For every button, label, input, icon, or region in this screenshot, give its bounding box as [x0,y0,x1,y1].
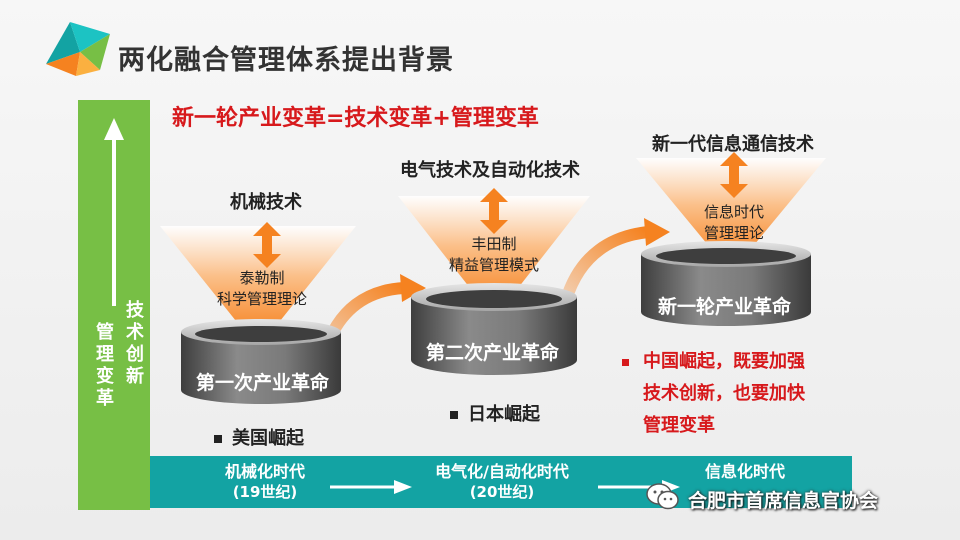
stage-1-revolution: 第一次产业革命 [196,372,330,394]
bullet-icon [450,411,458,419]
stage-2-mgmt-line2: 精益管理模式 [448,256,539,274]
stage-2-revolution: 第二次产业革命 [426,342,560,364]
stage-3-mgmt: 信息时代 管理理论 [680,202,788,244]
china-note-line1-text: 中国崛起，既要加强 [643,351,805,372]
stage-2-note: 日本崛起 [450,400,540,426]
stage-3-tech: 新一代信息通信技术 [652,134,814,155]
subtitle: 新一轮产业变革=技术变革+管理变革 [172,106,539,131]
curved-arrow-icon [560,218,670,302]
stage-1-tech: 机械技术 [230,192,302,213]
stage-2-tech: 电气技术及自动化技术 [400,160,580,181]
stage-3-revolution: 新一轮产业革命 [658,296,792,318]
china-note-line3: 管理变革 [643,415,715,436]
cylinder-2 [411,283,577,375]
bullet-icon [214,435,222,443]
era-bar [150,456,852,508]
era-1: 机械化时代 (19世纪) [200,462,330,502]
era-2-name: 电气化/自动化时代 [435,462,569,481]
funnel-2 [398,196,590,306]
stage-1-mgmt-line1: 泰勒制 [239,269,285,287]
double-arrow-icon [253,222,281,268]
cylinder-3 [641,241,811,326]
logo-icon [46,22,110,76]
china-note-line2: 技术创新，也要加快 [643,383,805,404]
double-arrow-icon [480,188,508,234]
china-note: 中国崛起，既要加强 技术创新，也要加快 管理变革 [622,346,805,442]
right-arrow-icon [330,480,412,494]
stage-2-mgmt-line1: 丰田制 [471,235,517,253]
era-3: 信息化时代 [680,462,810,482]
era-1-period: (19世纪) [232,483,298,501]
stage-1-note: 美国崛起 [214,424,304,450]
stage-1-mgmt-line2: 科学管理理论 [216,290,307,308]
era-2: 电气化/自动化时代 (20世纪) [412,462,592,502]
funnel-1 [160,226,356,336]
stage-2-mgmt: 丰田制 精益管理模式 [438,234,550,276]
up-arrow-icon [104,118,124,306]
stage-1-mgmt: 泰勒制 科学管理理论 [208,268,316,310]
china-note-line1: 中国崛起，既要加强 [622,346,805,378]
watermark: 合肥市首席信息官协会 [688,490,879,512]
stage-3-mgmt-line2: 管理理论 [703,224,764,242]
axis-label-mgmt: 管理变革 [93,322,114,410]
red-bullet-icon [622,358,629,366]
funnel-3 [636,158,826,262]
axis-label-tech: 技术创新 [123,300,144,388]
era-3-name: 信息化时代 [704,462,785,481]
page-title: 两化融合管理体系提出背景 [118,45,454,76]
double-arrow-icon [720,152,748,198]
era-2-period: (20世纪) [469,483,535,501]
stage-3-mgmt-line1: 信息时代 [703,203,764,221]
wechat-icon [646,483,679,510]
stage-1-note-text: 美国崛起 [232,428,304,449]
era-1-name: 机械化时代 [224,462,305,481]
cylinder-1 [181,319,341,404]
stage-2-note-text: 日本崛起 [468,404,540,425]
